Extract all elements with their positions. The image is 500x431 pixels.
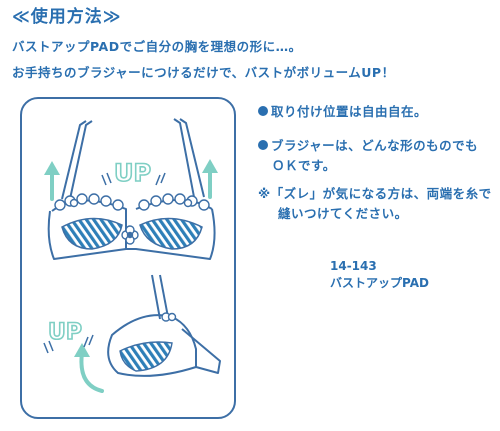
product-name: バストアップPAD (330, 276, 429, 290)
note-text-1: 取り付け位置は自由自在。 (271, 104, 428, 119)
bra-illustration: UP UP (43, 118, 221, 393)
intro-line-2: お手持ちのブラジャーにつけるだけで、バストがボリュームUP！ (12, 65, 395, 80)
pad-left (61, 217, 123, 250)
note-item-3: ※「ズレ」が気になる方は、両端を糸で 縫いつけてください。 (258, 184, 492, 224)
pad-right (139, 217, 203, 250)
note-item-2: ブラジャーは、どんな形のものでも ＯＫです。 (258, 136, 478, 176)
bullet-dot-icon (258, 140, 268, 150)
illustration-panel: UP UP (20, 97, 236, 419)
up-label-bottom: UP (48, 320, 82, 345)
product-code: 14-143 (330, 259, 377, 273)
bullet-dot-icon (258, 106, 268, 116)
note-text-2b: ＯＫです。 (272, 158, 336, 173)
pad-side (119, 341, 173, 372)
intro-line-1: バストアップPADでご自分の胸を理想の形に…。 (12, 39, 302, 54)
product-info: 14-143 バストアップPAD (330, 258, 429, 292)
note-text-3b: 縫いつけてください。 (278, 206, 408, 221)
bra-side-view (107, 274, 221, 377)
note-text-2a: ブラジャーは、どんな形のものでも (271, 138, 479, 153)
up-arrow-icon (50, 167, 212, 201)
up-label-top: UP (114, 159, 151, 187)
note-text-3a: ※「ズレ」が気になる方は、両端を糸で (258, 186, 492, 201)
flower-icon (69, 198, 193, 245)
note-item-1: 取り付け位置は自由自在。 (258, 102, 427, 122)
page-heading: ≪使用方法≫ (12, 7, 122, 27)
